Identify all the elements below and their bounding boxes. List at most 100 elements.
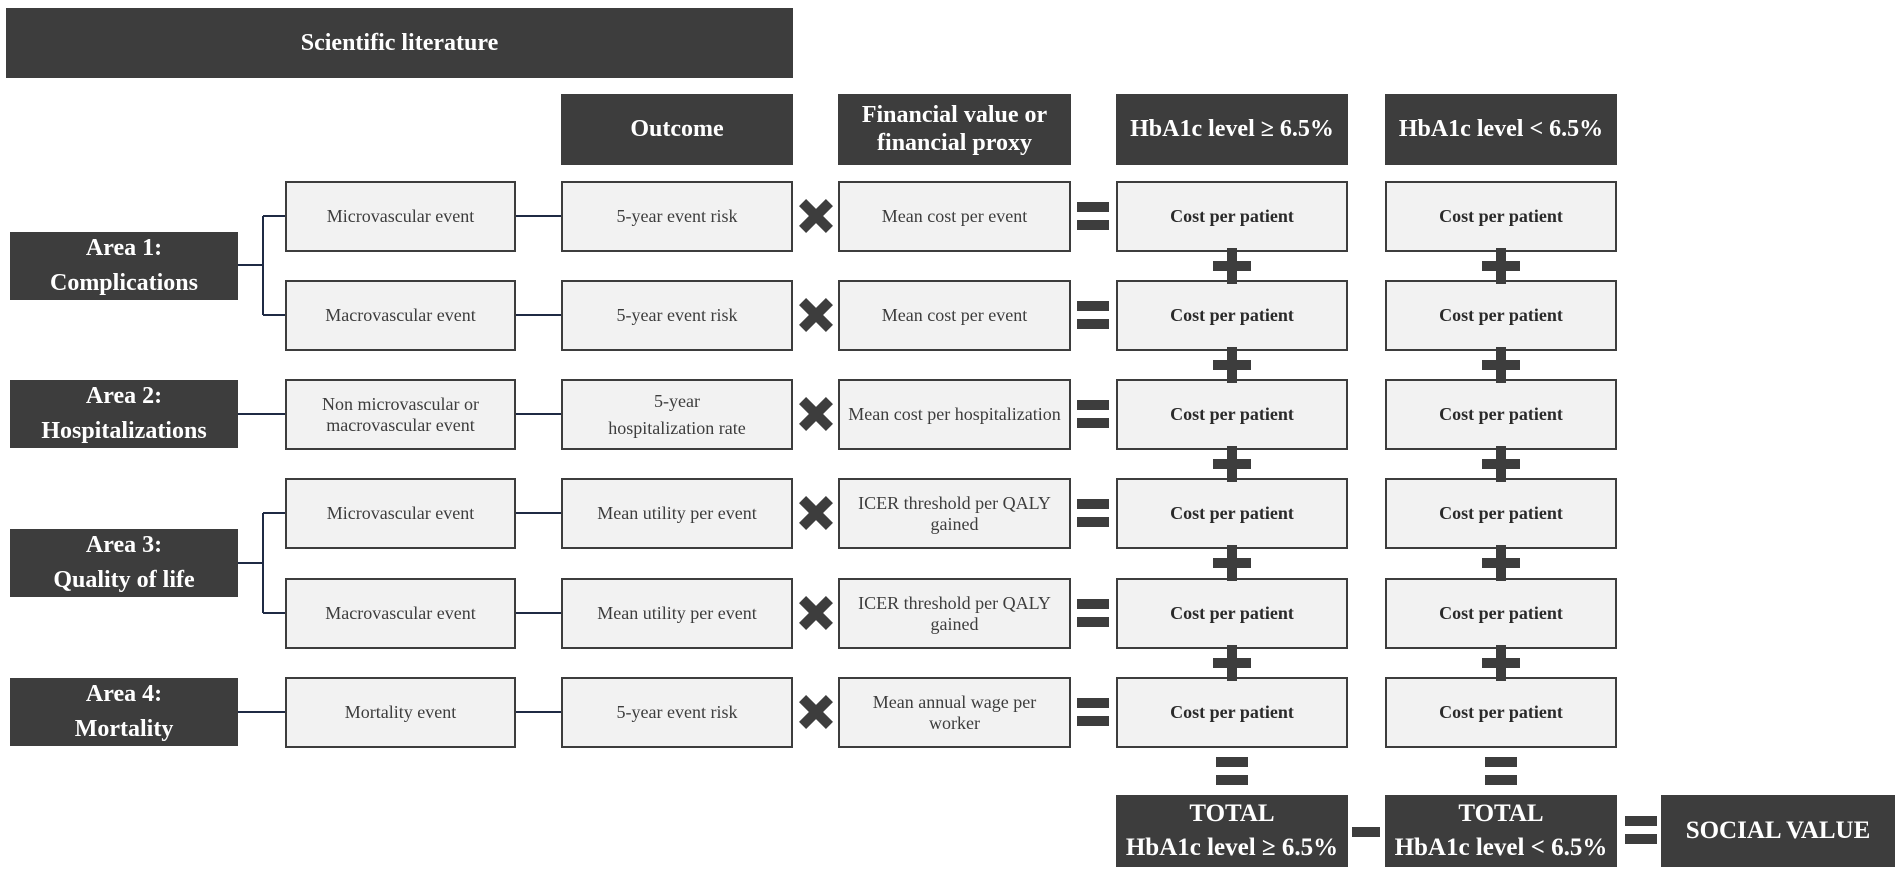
total-high-line1: TOTAL bbox=[1189, 800, 1275, 828]
cost-high-label-5: Cost per patient bbox=[1170, 603, 1294, 624]
outcome-box-4: Mean utility per event bbox=[561, 478, 793, 549]
cost-low-box-3: Cost per patient bbox=[1385, 379, 1617, 450]
area-1-line2: Complications bbox=[49, 270, 198, 296]
outcome-box-1: 5-year event risk bbox=[561, 181, 793, 252]
outcome-box-2: 5-year event risk bbox=[561, 280, 793, 351]
cost-high-box-4: Cost per patient bbox=[1116, 478, 1348, 549]
scientific-literature-label: Scientific literature bbox=[300, 29, 499, 56]
outcome-label-5: Mean utility per event bbox=[597, 603, 757, 624]
cost-low-label-6: Cost per patient bbox=[1439, 702, 1563, 723]
total-low-line2: HbA1c level < 6.5% bbox=[1394, 834, 1608, 861]
area-3-line1: Area 3: bbox=[85, 532, 163, 559]
event-label-3-line2: macrovascular event bbox=[326, 414, 475, 435]
financial-label-6-line2: worker bbox=[929, 712, 980, 733]
cost-high-label-6: Cost per patient bbox=[1170, 702, 1294, 723]
total-low-line1: TOTAL bbox=[1458, 800, 1544, 828]
event-label-1: Microvascular event bbox=[326, 206, 475, 227]
multiply-icon-3 bbox=[799, 397, 833, 431]
cost-high-box-6: Cost per patient bbox=[1116, 677, 1348, 748]
multiply-icon-1 bbox=[799, 199, 833, 233]
cost-high-label-2: Cost per patient bbox=[1170, 305, 1294, 326]
financial-label-4-line2: gained bbox=[930, 513, 979, 534]
outcome-box-5: Mean utility per event bbox=[561, 578, 793, 649]
cost-low-box-2: Cost per patient bbox=[1385, 280, 1617, 351]
hba1c-low-header: HbA1c level < 6.5% bbox=[1385, 94, 1617, 165]
cost-high-box-1: Cost per patient bbox=[1116, 181, 1348, 252]
equals-icon-total-high bbox=[1216, 757, 1248, 787]
area-1-box: Area 1: Complications bbox=[10, 232, 238, 300]
financial-box-2: Mean cost per event bbox=[838, 280, 1071, 351]
cost-low-box-1: Cost per patient bbox=[1385, 181, 1617, 252]
financial-box-3: Mean cost per hospitalization bbox=[838, 379, 1071, 450]
plus-icon-low-5 bbox=[1482, 645, 1520, 681]
area-1-line1: Area 1: bbox=[85, 235, 163, 262]
event-label-5: Macrovascular event bbox=[325, 603, 476, 624]
area-3-line2: Quality of life bbox=[53, 567, 195, 593]
plus-icon-high-2 bbox=[1213, 347, 1251, 383]
area-4-line1: Area 4: bbox=[85, 681, 163, 708]
area-4-box: Area 4: Mortality bbox=[10, 678, 238, 746]
event-box-6: Mortality event bbox=[285, 677, 516, 748]
event-label-2: Macrovascular event bbox=[325, 305, 476, 326]
financial-header-line2: financial proxy bbox=[877, 129, 1032, 156]
social-value-label: SOCIAL VALUE bbox=[1685, 817, 1871, 844]
area-2-line1: Area 2: bbox=[85, 383, 163, 410]
event-box-4: Microvascular event bbox=[285, 478, 516, 549]
cost-low-label-5: Cost per patient bbox=[1439, 603, 1563, 624]
multiply-icon-6 bbox=[799, 695, 833, 729]
financial-header: Financial value or financial proxy bbox=[838, 94, 1071, 165]
outcome-label-6: 5-year event risk bbox=[616, 702, 738, 723]
hba1c-high-header-label: HbA1c level ≥ 6.5% bbox=[1130, 115, 1334, 142]
financial-label-5-line1: ICER threshold per QALY bbox=[858, 592, 1051, 613]
area-4-line2: Mortality bbox=[74, 716, 174, 742]
event-box-1: Microvascular event bbox=[285, 181, 516, 252]
cost-high-label-1: Cost per patient bbox=[1170, 206, 1294, 227]
total-high-box: TOTAL HbA1c level ≥ 6.5% bbox=[1116, 795, 1348, 867]
hba1c-low-header-label: HbA1c level < 6.5% bbox=[1398, 115, 1604, 142]
outcome-label-3-line1: 5-year bbox=[654, 390, 700, 411]
hba1c-high-header: HbA1c level ≥ 6.5% bbox=[1116, 94, 1348, 165]
scientific-literature-banner: Scientific literature bbox=[6, 8, 793, 78]
event-box-5: Macrovascular event bbox=[285, 578, 516, 649]
cost-low-label-2: Cost per patient bbox=[1439, 305, 1563, 326]
equals-icon-2 bbox=[1077, 301, 1109, 331]
financial-label-4-line1: ICER threshold per QALY bbox=[858, 492, 1051, 513]
total-high-line2: HbA1c level ≥ 6.5% bbox=[1125, 834, 1339, 861]
cost-high-label-3: Cost per patient bbox=[1170, 404, 1294, 425]
multiply-icon-5 bbox=[799, 596, 833, 630]
event-label-3-line1: Non microvascular or bbox=[322, 393, 479, 414]
event-label-4: Microvascular event bbox=[326, 503, 475, 524]
equals-icon-6 bbox=[1077, 698, 1109, 728]
financial-box-6: Mean annual wage per worker bbox=[838, 677, 1071, 748]
outcome-label-4: Mean utility per event bbox=[597, 503, 757, 524]
social-value-box: SOCIAL VALUE bbox=[1661, 795, 1895, 867]
plus-icon-low-1 bbox=[1482, 248, 1520, 284]
outcome-header: Outcome bbox=[561, 94, 793, 165]
cost-low-box-5: Cost per patient bbox=[1385, 578, 1617, 649]
cost-high-box-2: Cost per patient bbox=[1116, 280, 1348, 351]
cost-low-label-4: Cost per patient bbox=[1439, 503, 1563, 524]
area-2-box: Area 2: Hospitalizations bbox=[10, 380, 238, 448]
cost-low-box-6: Cost per patient bbox=[1385, 677, 1617, 748]
financial-label-2: Mean cost per event bbox=[881, 305, 1028, 326]
plus-icon-low-2 bbox=[1482, 347, 1520, 383]
financial-header-line1: Financial value or bbox=[861, 101, 1048, 128]
plus-icon-high-5 bbox=[1213, 645, 1251, 681]
event-label-6: Mortality event bbox=[344, 702, 457, 723]
cost-low-label-3: Cost per patient bbox=[1439, 404, 1563, 425]
equals-icon-4 bbox=[1077, 499, 1109, 529]
equals-icon-5 bbox=[1077, 599, 1109, 629]
outcome-label-1: 5-year event risk bbox=[616, 206, 738, 227]
multiply-icon-2 bbox=[799, 298, 833, 332]
plus-icon-high-3 bbox=[1213, 446, 1251, 482]
area-3-box: Area 3: Quality of life bbox=[10, 529, 238, 597]
financial-label-5-line2: gained bbox=[930, 613, 979, 634]
outcome-label-2: 5-year event risk bbox=[616, 305, 738, 326]
outcome-label-3-line2: hospitalization rate bbox=[608, 417, 746, 438]
plus-icon-high-4 bbox=[1213, 545, 1251, 581]
cost-high-box-3: Cost per patient bbox=[1116, 379, 1348, 450]
financial-label-3: Mean cost per hospitalization bbox=[848, 404, 1061, 425]
financial-box-1: Mean cost per event bbox=[838, 181, 1071, 252]
minus-icon bbox=[1352, 827, 1380, 837]
